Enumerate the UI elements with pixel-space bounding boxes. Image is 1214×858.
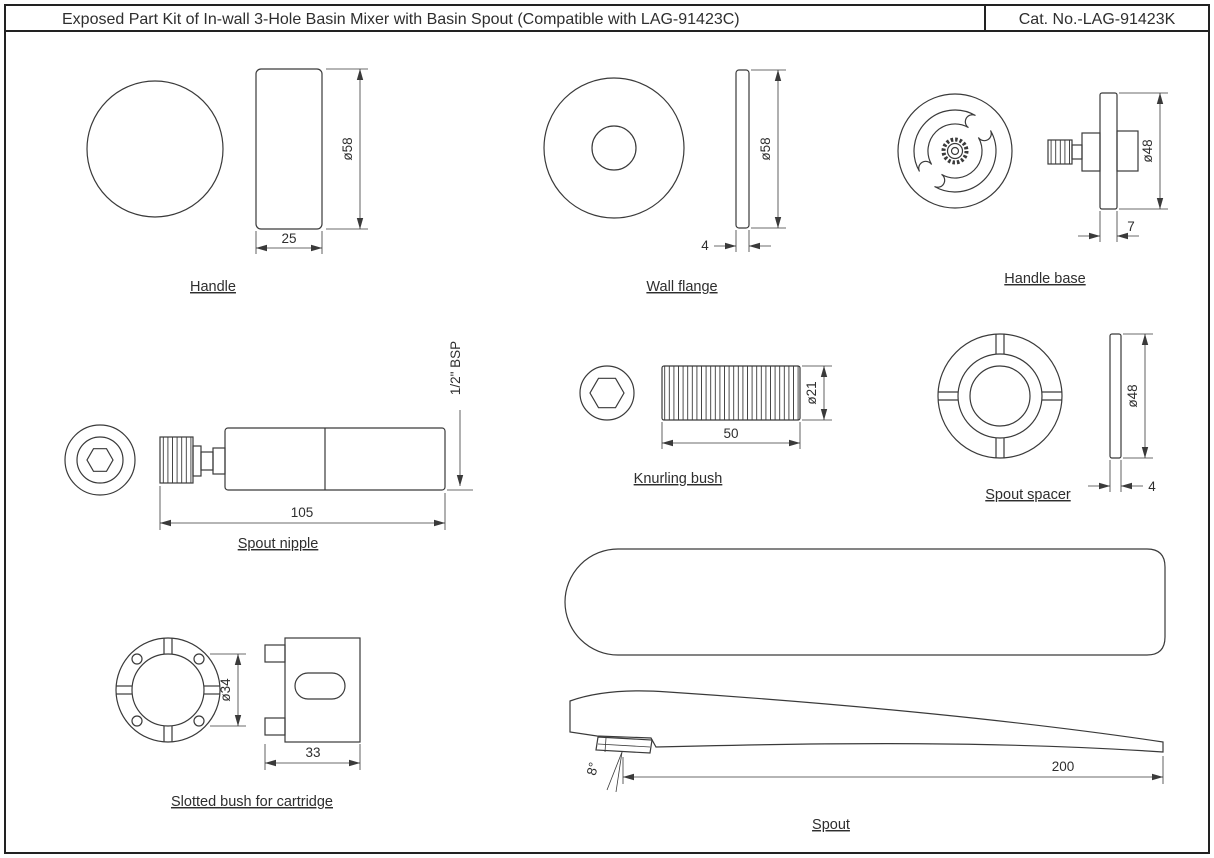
wall-flange-side-view — [735, 69, 750, 229]
part-handle-base: ø48 7 Handle base — [897, 92, 1168, 287]
spout-spacer-front-view — [937, 333, 1063, 459]
handle-base-hub-center — [950, 146, 960, 156]
spout-nipple-side-view — [159, 427, 446, 491]
part-slotted-bush: ø34 33 Slotted bush for cartridge — [115, 637, 361, 810]
label-spout-nipple: Spout nipple — [238, 536, 319, 552]
spout-spacer-ring-outer — [957, 353, 1043, 439]
handle-front-view — [86, 80, 224, 218]
dim-slotted-bush-length: 33 — [264, 744, 361, 770]
dim-text-handle-base-diameter: ø48 — [1140, 139, 1155, 162]
dim-handle-diameter: ø58 — [326, 68, 368, 230]
label-spout-spacer: Spout spacer — [985, 487, 1071, 503]
knurling-bush-side-view — [661, 365, 801, 421]
dim-spout-nipple-thread: 1/2" BSP — [447, 341, 473, 491]
dim-spout-spacer-diameter: ø48 — [1123, 333, 1153, 459]
dim-knurling-bush-length: 50 — [661, 422, 801, 449]
dim-text-knurling-bush-length: 50 — [723, 426, 738, 441]
handle-base-plate — [1099, 92, 1118, 210]
spout-nipple-neck-2 — [200, 451, 214, 471]
part-knurling-bush: ø21 50 Knurling bush — [579, 365, 832, 487]
dim-text-slotted-bush-diameter: ø34 — [218, 678, 233, 702]
handle-base-collar — [1071, 144, 1083, 160]
label-handle: Handle — [190, 279, 236, 295]
label-knurling-bush: Knurling bush — [634, 471, 723, 487]
part-handle: ø58 25 Handle — [86, 68, 368, 295]
dim-text-knurling-bush-diameter: ø21 — [804, 381, 819, 404]
dim-spout-length: 200 — [622, 756, 1164, 784]
dim-text-wall-flange-thickness: 4 — [701, 238, 709, 253]
dim-handle-base-thickness: 7 — [1078, 211, 1139, 242]
handle-base-knob — [1047, 139, 1073, 165]
handle-base-stem — [1081, 132, 1101, 172]
handle-base-slot-lower — [934, 130, 997, 193]
handle-base-slot-upper — [913, 109, 976, 172]
spout-top-view — [564, 548, 1166, 656]
wall-flange-front-view — [543, 77, 685, 219]
spout-side-view — [569, 690, 1164, 753]
sheet-border — [4, 4, 1210, 854]
dim-wall-flange-thickness: 4 — [701, 230, 771, 253]
dim-spout-spacer-thickness: 4 — [1088, 460, 1156, 494]
knurling-bush-front-view — [579, 365, 635, 421]
dim-text-handle-base-thickness: 7 — [1127, 219, 1135, 234]
dim-text-spout-length: 200 — [1052, 759, 1075, 774]
dim-handle-base-diameter: ø48 — [1119, 92, 1168, 210]
slotted-bush-bore — [131, 653, 205, 727]
part-spout: 8° 200 Spout — [564, 548, 1166, 833]
wall-flange-center-hole — [591, 125, 637, 171]
handle-base-side-view — [1047, 92, 1139, 210]
slotted-bush-body — [284, 637, 361, 743]
spout-nipple-front-view — [64, 424, 136, 496]
spout-nipple-body — [224, 427, 446, 491]
handle-base-front-view — [897, 93, 1013, 209]
dim-text-spout-spacer-thickness: 4 — [1148, 479, 1156, 494]
dim-text-spout-spacer-diameter: ø48 — [1125, 384, 1140, 407]
sheet-title: Exposed Part Kit of In-wall 3-Hole Basin… — [62, 11, 740, 28]
spout-aerator — [595, 736, 653, 754]
dim-spout-nipple-length: 105 — [159, 486, 446, 530]
slotted-bush-slot — [294, 672, 346, 700]
label-spout: Spout — [812, 817, 850, 833]
slotted-bush-holes — [131, 653, 205, 727]
dim-text-slotted-bush-length: 33 — [305, 745, 320, 760]
slotted-bush-front-view — [115, 637, 221, 743]
spout-nipple-front-ring — [76, 436, 124, 484]
handle-base-knurled-hub — [941, 137, 969, 165]
slotted-bush-notches — [116, 638, 220, 742]
spout-nipple-neck-3 — [212, 447, 226, 475]
knurling-bush-hex-socket — [589, 377, 625, 409]
spout-spacer-spokes — [938, 334, 1062, 458]
spout-spacer-ring-inner — [969, 365, 1031, 427]
dim-text-spout-angle: 8° — [584, 761, 602, 777]
spout-spacer-side-view — [1109, 333, 1122, 459]
handle-base-hub-ring — [946, 142, 964, 160]
part-spout-nipple: 105 1/2" BSP Spout nipple — [64, 341, 473, 552]
spout-nipple-knurl — [159, 436, 194, 484]
dim-text-spout-nipple-length: 105 — [291, 505, 314, 520]
dim-text-wall-flange-diameter: ø58 — [758, 137, 773, 160]
part-wall-flange: ø58 4 Wall flange — [543, 69, 786, 295]
dim-spout-angle: 8° — [584, 751, 623, 793]
handle-side-view — [255, 68, 323, 230]
spout-nipple-neck-1 — [192, 445, 202, 477]
title-block: Exposed Part Kit of In-wall 3-Hole Basin… — [4, 4, 1210, 854]
label-handle-base: Handle base — [1004, 271, 1085, 287]
dim-text-spout-nipple-thread: 1/2" BSP — [448, 341, 463, 395]
slotted-bush-tab-bottom — [264, 717, 286, 736]
dim-text-handle-diameter: ø58 — [340, 137, 355, 160]
dim-slotted-bush-diameter: ø34 — [210, 653, 246, 727]
dim-handle-width: 25 — [255, 231, 323, 254]
slotted-bush-tab-top — [264, 644, 286, 663]
spout-nipple-hex-socket — [86, 448, 114, 472]
catalog-number: Cat. No.-LAG-91423K — [1019, 11, 1176, 28]
handle-base-boss — [1116, 130, 1139, 172]
slotted-bush-side-view — [264, 637, 361, 743]
dim-knurling-bush-diameter: ø21 — [802, 365, 832, 421]
dim-wall-flange-diameter: ø58 — [751, 69, 786, 229]
label-wall-flange: Wall flange — [646, 279, 717, 295]
label-slotted-bush: Slotted bush for cartridge — [171, 794, 333, 810]
dim-text-handle-width: 25 — [281, 231, 296, 246]
part-spout-spacer: ø48 4 Spout spacer — [937, 333, 1156, 503]
